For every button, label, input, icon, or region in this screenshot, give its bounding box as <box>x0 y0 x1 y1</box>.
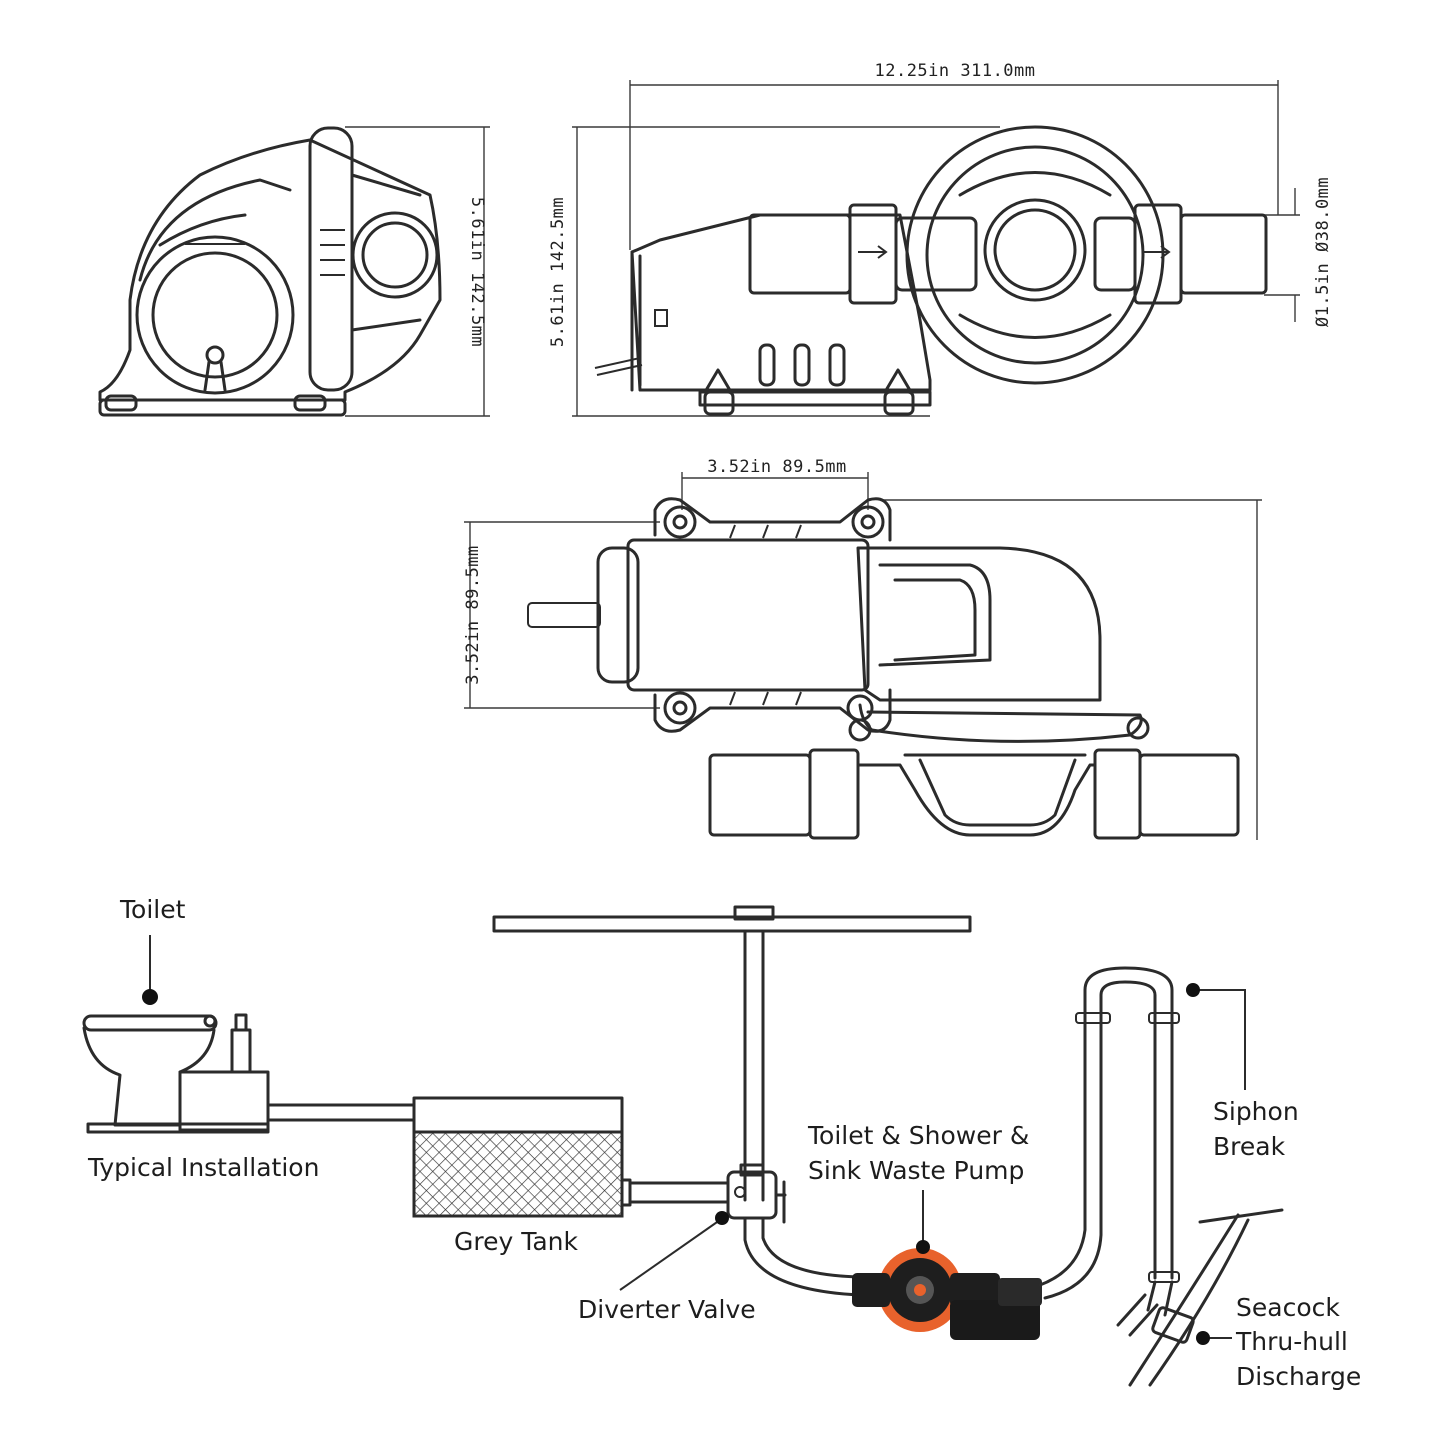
side-view: 5.61in 142.5mm <box>98 126 490 417</box>
port-diameter-dimension: Ø1.5in Ø38.0mm <box>1313 177 1333 327</box>
label-siphon-line1: Siphon <box>1213 1097 1299 1126</box>
label-siphon-line2: Break <box>1213 1132 1286 1161</box>
label-toilet: Toilet <box>119 895 186 924</box>
label-typical-installation: Typical Installation <box>87 1153 319 1182</box>
label-seacock-line3: Discharge <box>1236 1362 1361 1391</box>
label-diverter-valve: Diverter Valve <box>578 1295 756 1324</box>
label-grey-tank: Grey Tank <box>454 1227 579 1256</box>
waste-pump <box>852 1248 1042 1340</box>
front-view: 12.25in 311.0mm 5.61in 142.5mm Ø1.5in Ø3… <box>548 61 1333 417</box>
label-pump-line1: Toilet & Shower & <box>807 1121 1029 1150</box>
overall-length-dimension: 12.25in 311.0mm <box>874 61 1035 81</box>
top-view: 3.52in 89.5mm 3.52in 89.5mm <box>463 457 1262 840</box>
side-height-dimension: 5.61in 142.5mm <box>467 197 487 347</box>
installation-diagram: Toilet Typical Installation Grey Tank Di… <box>82 895 1361 1391</box>
label-seacock-line2: Thru-hull <box>1235 1327 1348 1356</box>
mount-depth-dimension: 3.52in 89.5mm <box>463 545 483 685</box>
mount-width-dimension: 3.52in 89.5mm <box>707 457 847 477</box>
toilet-bowl <box>82 1026 216 1127</box>
label-pump-line2: Sink Waste Pump <box>808 1156 1024 1185</box>
front-height-dimension: 5.61in 142.5mm <box>548 197 568 347</box>
label-seacock-line1: Seacock <box>1236 1293 1340 1322</box>
